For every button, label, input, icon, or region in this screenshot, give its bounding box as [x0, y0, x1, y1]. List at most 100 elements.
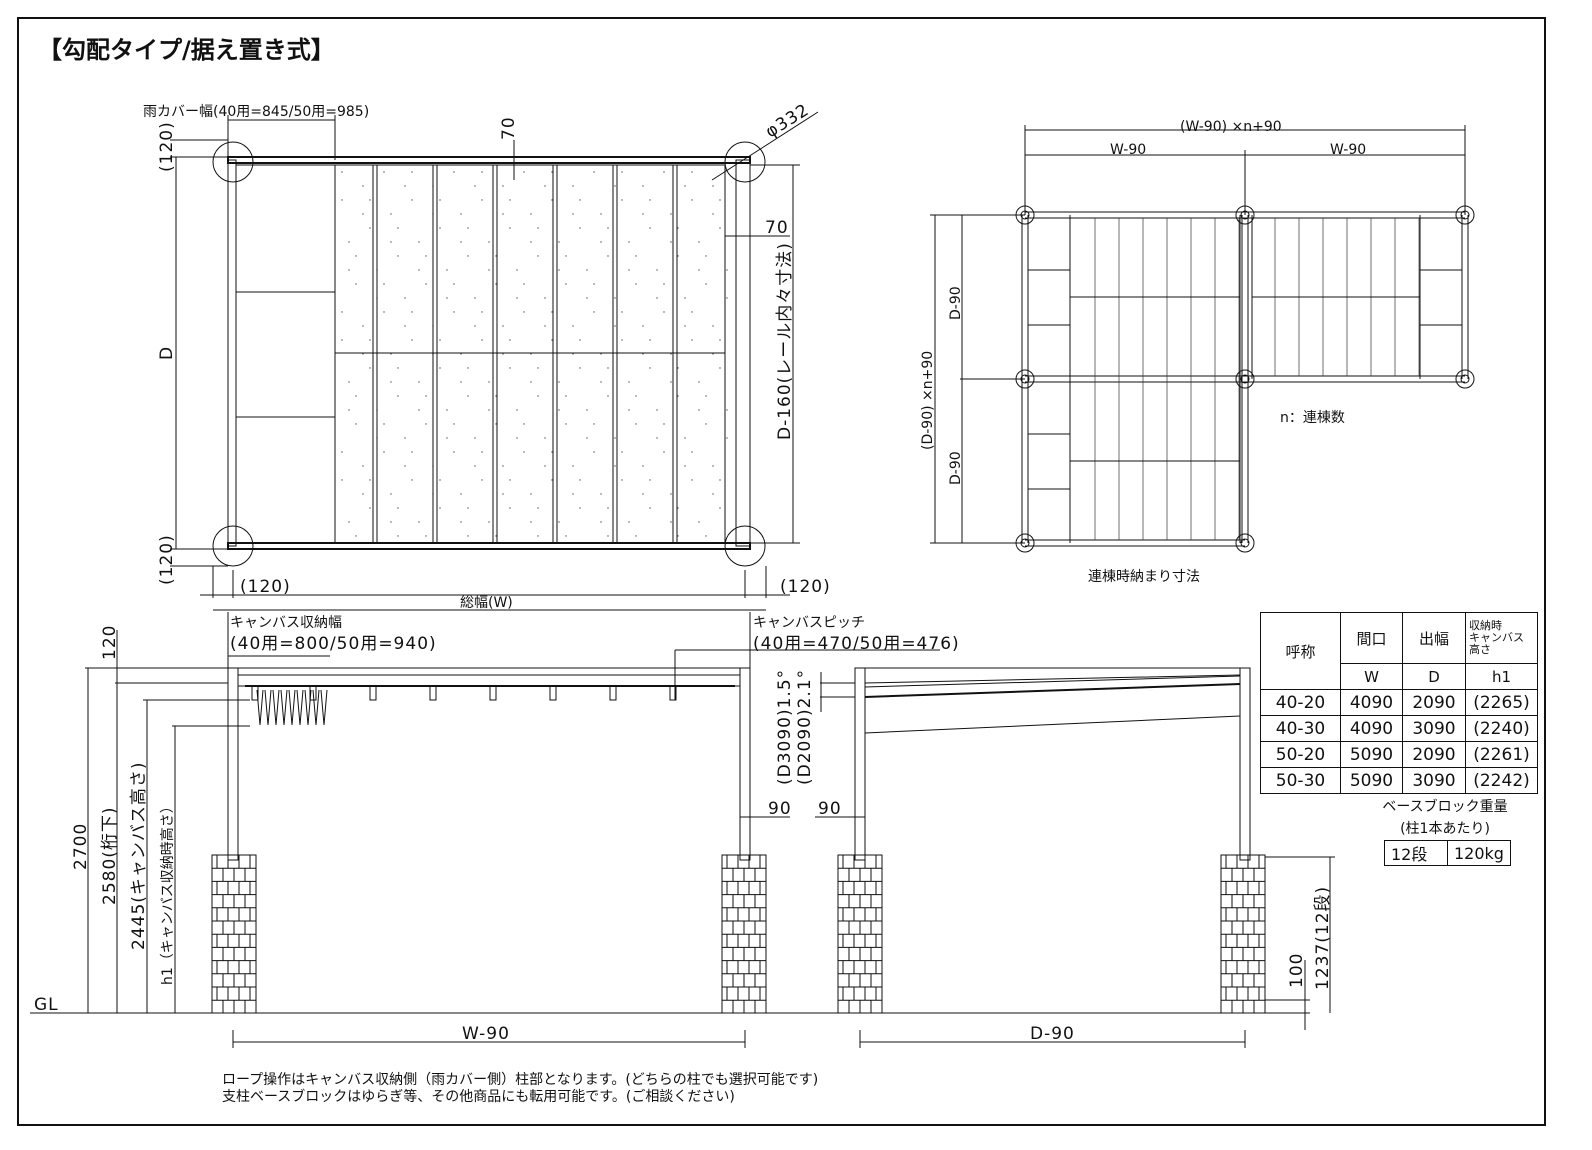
- dot: [418, 241, 420, 243]
- dot: [383, 451, 385, 453]
- dot: [607, 535, 609, 537]
- dot: [446, 269, 448, 271]
- dot: [523, 451, 525, 453]
- dot: [691, 451, 693, 453]
- dot: [404, 465, 406, 467]
- dot: [621, 311, 623, 313]
- post-circle: [1015, 369, 1035, 389]
- dot: [411, 171, 413, 173]
- folded-canvas: [320, 689, 328, 726]
- dot: [579, 199, 581, 201]
- folded-canvas: [296, 689, 304, 726]
- dot: [453, 423, 455, 425]
- dot: [726, 409, 728, 411]
- header-depth: 出幅: [1402, 612, 1466, 664]
- dot: [691, 339, 693, 341]
- dot: [502, 493, 504, 495]
- post-circle: [1020, 210, 1030, 220]
- dot: [537, 367, 539, 369]
- dot: [460, 381, 462, 383]
- post-circle: [724, 525, 766, 567]
- dot: [698, 521, 700, 523]
- dot: [621, 171, 623, 173]
- svg-text:W-90: W-90: [1110, 142, 1146, 158]
- dot: [467, 535, 469, 537]
- dot: [698, 269, 700, 271]
- dot: [509, 479, 511, 481]
- dot: [341, 451, 343, 453]
- dot: [495, 255, 497, 257]
- dot: [481, 451, 483, 453]
- dot: [537, 507, 539, 509]
- dot: [551, 171, 553, 173]
- dot: [558, 381, 560, 383]
- post: [739, 667, 751, 861]
- svg-text:(120): (120): [157, 534, 177, 585]
- dot: [600, 353, 602, 355]
- dot: [530, 521, 532, 523]
- dot: [460, 493, 462, 495]
- dot: [677, 395, 679, 397]
- dot: [474, 185, 476, 187]
- dot: [488, 269, 490, 271]
- dot: [355, 535, 357, 537]
- dot: [488, 409, 490, 411]
- dot: [362, 213, 364, 215]
- dot: [698, 381, 700, 383]
- dot: [509, 507, 511, 509]
- dot: [635, 395, 637, 397]
- dot: [509, 199, 511, 201]
- svg-text:D-90: D-90: [948, 451, 964, 485]
- dot: [544, 185, 546, 187]
- dot: [537, 255, 539, 257]
- dot: [418, 269, 420, 271]
- dot: [572, 465, 574, 467]
- top-beam: [227, 156, 751, 164]
- dot: [586, 297, 588, 299]
- dot: [397, 255, 399, 257]
- plan-view: 雨カバー幅(40用=845/50用=985) 70 φ332 70 D-160(…: [143, 100, 830, 611]
- dot: [341, 479, 343, 481]
- dot: [516, 437, 518, 439]
- dot: [495, 283, 497, 285]
- dot: [642, 185, 644, 187]
- dot: [593, 423, 595, 425]
- dot: [425, 283, 427, 285]
- post-circle: [1235, 205, 1255, 225]
- post-circle: [212, 525, 254, 567]
- front-elevation: GL キャンバス収納幅 (40用=800/50用=940) キャンバスピッチ (…: [30, 612, 1310, 1048]
- dot: [425, 535, 427, 537]
- dot: [565, 283, 567, 285]
- dot: [551, 479, 553, 481]
- dot: [649, 479, 651, 481]
- dot: [509, 367, 511, 369]
- dot: [551, 199, 553, 201]
- dot: [691, 479, 693, 481]
- note-line: 支柱ベースブロックはゆらぎ等、その他商品にも転用可能です。(ご相談ください): [222, 1088, 735, 1105]
- dot: [495, 395, 497, 397]
- folded-canvas: [304, 689, 312, 726]
- dot: [621, 451, 623, 453]
- dot: [684, 185, 686, 187]
- dot: [663, 423, 665, 425]
- side-elevation: (D3090)1.5° (D2090)2.1° 90 D-90 100 1237…: [775, 667, 1335, 1048]
- post-circle: [1240, 210, 1250, 220]
- dot: [488, 241, 490, 243]
- dot: [530, 213, 532, 215]
- dot: [383, 171, 385, 173]
- canvas-hook: [429, 685, 437, 701]
- dot: [530, 353, 532, 355]
- dot: [425, 423, 427, 425]
- dot: [474, 437, 476, 439]
- dot: [390, 213, 392, 215]
- folded-canvas: [280, 689, 288, 726]
- dot: [642, 465, 644, 467]
- dot: [439, 367, 441, 369]
- dot: [390, 381, 392, 383]
- dot: [691, 199, 693, 201]
- dot: [579, 227, 581, 229]
- post-circle: [1235, 533, 1255, 553]
